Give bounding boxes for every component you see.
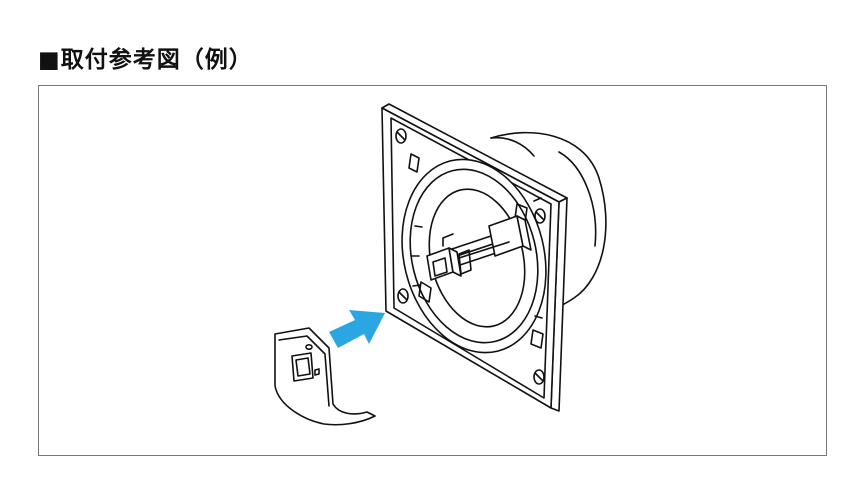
shaft-mechanism [426,215,532,281]
corner-screws [395,128,546,385]
installation-illustration [274,103,607,426]
section-heading: ■取付参考図（例） [38,47,253,73]
installation-figure [38,85,827,456]
insertion-arrow-icon [329,310,385,348]
mounting-bracket [274,327,376,426]
